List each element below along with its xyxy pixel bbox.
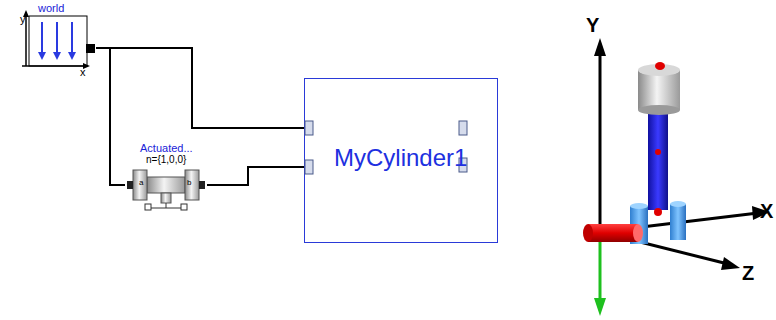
port-letter: a [139,179,143,188]
block-name: Actuated... [140,142,193,154]
cylinder-link [648,100,668,216]
connection-line [207,167,304,185]
world-block: worldy x [20,2,96,82]
port-letter: b [187,179,191,188]
gravity-arrow [594,240,606,316]
connection-line [96,48,304,128]
axis-label: Z [742,262,754,285]
axis-label: Y [586,14,599,37]
revolute-axis-cylinder [583,224,643,242]
model-block: MyCylinder1 [304,78,498,243]
parameter-value: n={1,0,0} [146,154,186,165]
axis-letter: x [80,66,86,78]
revolute-joint: Actuated...n={1,0,0} a b [125,142,207,216]
block-name: MyCylinder1 [334,145,467,171]
axis-letter: y [20,13,26,25]
axis-label: X [760,200,773,223]
body-cylinder [638,62,680,115]
block-name: world [38,2,64,14]
connection-line [96,48,125,185]
